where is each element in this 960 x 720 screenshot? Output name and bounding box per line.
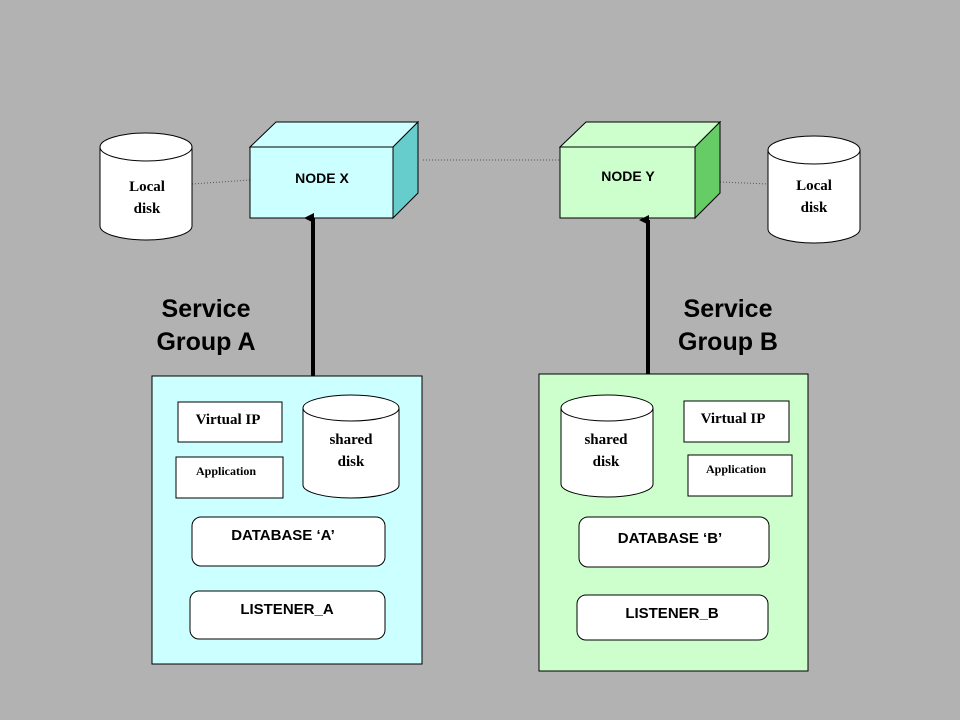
local-disk-left-line2: disk <box>134 201 161 217</box>
shared-disk-b: shared disk <box>560 394 654 498</box>
listener-b-label: LISTENER_B <box>625 605 719 622</box>
virtual-ip-a: Virtual IP <box>177 401 283 443</box>
service-group-b-title-line1: Service <box>684 295 773 323</box>
local-disk-right: Local disk <box>767 135 861 244</box>
listener-a-label: LISTENER_A <box>240 601 334 618</box>
service-group-b-title-line2: Group B <box>678 328 778 356</box>
link-node-y-to-disk <box>719 181 769 185</box>
listener-a: LISTENER_A <box>189 590 386 640</box>
shared-disk-a-line1: shared <box>329 432 373 448</box>
service-group-a-title-line2: Group A <box>156 328 255 356</box>
virtual-ip-b: Virtual IP <box>683 400 790 443</box>
link-disk-to-node-x <box>191 179 251 185</box>
service-group-a: Virtual IP Application shared disk DATAB… <box>151 375 423 665</box>
local-disk-left: Local disk <box>99 132 193 241</box>
database-a: DATABASE ‘A’ <box>191 516 386 567</box>
local-disk-right-line2: disk <box>801 200 828 216</box>
shared-disk-a: shared disk <box>302 394 400 499</box>
database-b: DATABASE ‘B’ <box>578 516 770 568</box>
application-b-label: Application <box>706 462 766 476</box>
node-y-label: NODE Y <box>601 168 655 184</box>
application-a-label: Application <box>196 464 256 478</box>
listener-b: LISTENER_B <box>576 594 769 641</box>
database-b-label: DATABASE ‘B’ <box>618 530 722 547</box>
application-b: Application <box>687 454 793 497</box>
service-group-a-title-line1: Service <box>162 295 251 323</box>
node-x-label: NODE X <box>295 170 349 186</box>
node-x: NODE X <box>248 120 420 220</box>
local-disk-right-line1: Local <box>796 178 832 194</box>
application-a: Application <box>175 456 284 499</box>
node-y: NODE Y <box>558 120 722 220</box>
virtual-ip-b-label: Virtual IP <box>701 411 766 427</box>
shared-disk-b-line2: disk <box>593 454 620 470</box>
shared-disk-a-line2: disk <box>338 454 365 470</box>
service-group-b: shared disk Virtual IP Application DATAB… <box>538 373 809 672</box>
local-disk-left-line1: Local <box>129 179 165 195</box>
database-a-label: DATABASE ‘A’ <box>231 527 335 544</box>
virtual-ip-a-label: Virtual IP <box>196 412 261 428</box>
shared-disk-b-line1: shared <box>584 432 628 448</box>
